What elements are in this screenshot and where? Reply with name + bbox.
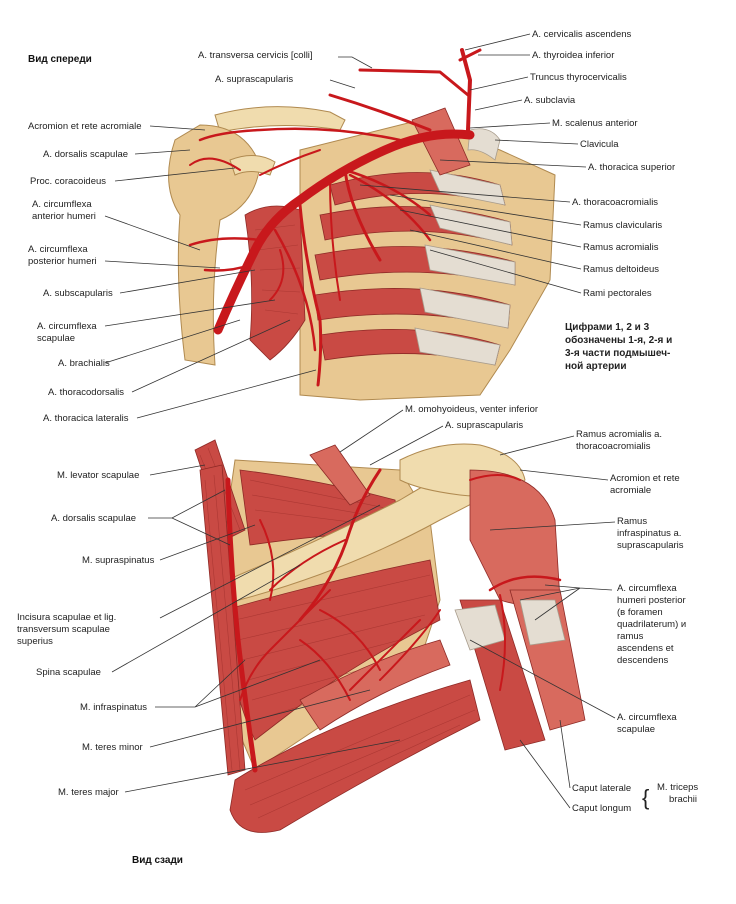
label-suprascapularis-ant: A. suprascapularis bbox=[215, 74, 293, 85]
label-omohyoideus: M. omohyoideus, venter inferior bbox=[405, 404, 538, 415]
posterior-right-labels: Ramus acromialis a. thoracoacromialis Ac… bbox=[469, 429, 686, 735]
posterior-left-labels: M. levator scapulae A. dorsalis scapulae… bbox=[17, 464, 401, 798]
svg-text:infraspinatus a.: infraspinatus a. bbox=[617, 528, 681, 539]
svg-text:quadrilaterum) и: quadrilaterum) и bbox=[617, 619, 686, 630]
svg-text:Цифрами 1, 2 и 3: Цифрами 1, 2 и 3 bbox=[565, 321, 650, 333]
svg-text:Ramus acromialis: Ramus acromialis bbox=[583, 242, 659, 253]
svg-text:A. subscapularis: A. subscapularis bbox=[43, 288, 113, 299]
svg-text:A. thoracica superior: A. thoracica superior bbox=[588, 162, 675, 173]
svg-text:M. teres major: M. teres major bbox=[58, 787, 119, 798]
triceps-brace: { bbox=[642, 785, 649, 810]
svg-text:scapulae: scapulae bbox=[37, 333, 75, 344]
svg-text:Caput laterale: Caput laterale bbox=[572, 783, 631, 794]
anterior-illustration bbox=[168, 48, 556, 401]
svg-text:M. levator scapulae: M. levator scapulae bbox=[57, 470, 139, 481]
svg-text:Clavicula: Clavicula bbox=[580, 139, 619, 150]
anterior-right-labels: A. cervicalis ascendens A. thyroidea inf… bbox=[359, 29, 675, 299]
svg-text:suprascapularis: suprascapularis bbox=[617, 540, 684, 551]
first-rib bbox=[467, 128, 501, 161]
teres-major-muscle bbox=[229, 679, 481, 833]
svg-text:A. thoracica lateralis: A. thoracica lateralis bbox=[43, 413, 129, 424]
svg-text:Spina scapulae: Spina scapulae bbox=[36, 667, 101, 678]
svg-text:A. thoracodorsalis: A. thoracodorsalis bbox=[48, 387, 124, 398]
svg-text:(в foramen: (в foramen bbox=[617, 607, 663, 618]
svg-text:thoracoacromialis: thoracoacromialis bbox=[576, 441, 651, 452]
omohyoid-muscle bbox=[309, 444, 371, 506]
svg-text:posterior humeri: posterior humeri bbox=[28, 256, 97, 267]
svg-text:A. thoracoacromialis: A. thoracoacromialis bbox=[572, 197, 658, 208]
svg-text:Ramus clavicularis: Ramus clavicularis bbox=[583, 220, 662, 231]
svg-text:acromiale: acromiale bbox=[610, 485, 651, 496]
coracoid-process bbox=[229, 155, 276, 176]
svg-text:brachii: brachii bbox=[669, 794, 697, 805]
label-transversa-cervicis: A. transversa cervicis [colli] bbox=[198, 50, 313, 61]
svg-text:A. circumflexa: A. circumflexa bbox=[32, 199, 92, 210]
svg-text:anterior humeri: anterior humeri bbox=[32, 211, 96, 222]
svg-text:A. dorsalis scapulae: A. dorsalis scapulae bbox=[43, 149, 128, 160]
svg-text:Acromion et rete: Acromion et rete bbox=[610, 473, 680, 484]
svg-text:Proc. coracoideus: Proc. coracoideus bbox=[30, 176, 106, 187]
svg-text:Ramus deltoideus: Ramus deltoideus bbox=[583, 264, 659, 275]
svg-text:A. cervicalis ascendens: A. cervicalis ascendens bbox=[532, 29, 632, 40]
svg-text:transversum scapulae: transversum scapulae bbox=[17, 624, 110, 635]
teres-minor-muscle bbox=[299, 639, 451, 731]
deltoid-region bbox=[469, 469, 561, 606]
svg-text:ascendens et: ascendens et bbox=[617, 643, 674, 654]
svg-text:Rami pectorales: Rami pectorales bbox=[583, 288, 652, 299]
svg-text:Incisura scapulae et lig.: Incisura scapulae et lig. bbox=[17, 612, 116, 623]
svg-text:A. dorsalis scapulae: A. dorsalis scapulae bbox=[51, 513, 136, 524]
svg-text:A. circumflexa: A. circumflexa bbox=[37, 321, 97, 332]
anterior-left-labels: Acromion et rete acromiale A. dorsalis s… bbox=[28, 121, 317, 424]
svg-text:Ramus acromialis a.: Ramus acromialis a. bbox=[576, 429, 662, 440]
svg-text:Ramus: Ramus bbox=[617, 516, 647, 527]
title-anterior: Вид спереди bbox=[28, 54, 92, 65]
posterior-illustration bbox=[194, 439, 586, 833]
svg-text:Truncus thyrocervicalis: Truncus thyrocervicalis bbox=[530, 72, 627, 83]
svg-text:Acromion et rete acromiale: Acromion et rete acromiale bbox=[28, 121, 142, 132]
arteries-anterior bbox=[188, 48, 482, 387]
svg-text:3-я части подмышеч-: 3-я части подмышеч- bbox=[565, 348, 670, 359]
svg-text:scapulae: scapulae bbox=[617, 724, 655, 735]
svg-text:M. teres minor: M. teres minor bbox=[82, 742, 143, 753]
svg-text:A. circumflexa: A. circumflexa bbox=[617, 583, 677, 594]
svg-text:Caput longum: Caput longum bbox=[572, 803, 631, 814]
svg-text:M. scalenus anterior: M. scalenus anterior bbox=[552, 118, 638, 129]
note-block: Цифрами 1, 2 и 3 обозначены 1-я, 2-я и 3… bbox=[565, 321, 672, 372]
label-suprascapularis-post: A. suprascapularis bbox=[445, 420, 523, 431]
svg-text:ной артерии: ной артерии bbox=[565, 361, 626, 372]
svg-text:M. supraspinatus: M. supraspinatus bbox=[82, 555, 155, 566]
svg-text:ramus: ramus bbox=[617, 631, 644, 642]
svg-text:обозначены 1-я, 2-я и: обозначены 1-я, 2-я и bbox=[565, 334, 672, 346]
svg-text:A. brachialis: A. brachialis bbox=[58, 358, 110, 369]
svg-text:descendens: descendens bbox=[617, 655, 668, 666]
scalenus-anterior-muscle bbox=[411, 107, 471, 176]
arteries-posterior bbox=[225, 468, 562, 773]
svg-text:M. triceps: M. triceps bbox=[657, 782, 698, 793]
svg-text:A. circumflexa: A. circumflexa bbox=[28, 244, 88, 255]
svg-text:A. thyroidea inferior: A. thyroidea inferior bbox=[532, 50, 614, 61]
svg-text:M. infraspinatus: M. infraspinatus bbox=[80, 702, 147, 713]
svg-text:humeri posterior: humeri posterior bbox=[617, 595, 686, 606]
title-posterior: Вид сзади bbox=[132, 855, 183, 866]
svg-text:A. circumflexa: A. circumflexa bbox=[617, 712, 677, 723]
triceps-labels: Caput laterale Caput longum { M. triceps… bbox=[519, 719, 698, 814]
svg-text:superius: superius bbox=[17, 636, 53, 647]
svg-text:A. subclavia: A. subclavia bbox=[524, 95, 576, 106]
